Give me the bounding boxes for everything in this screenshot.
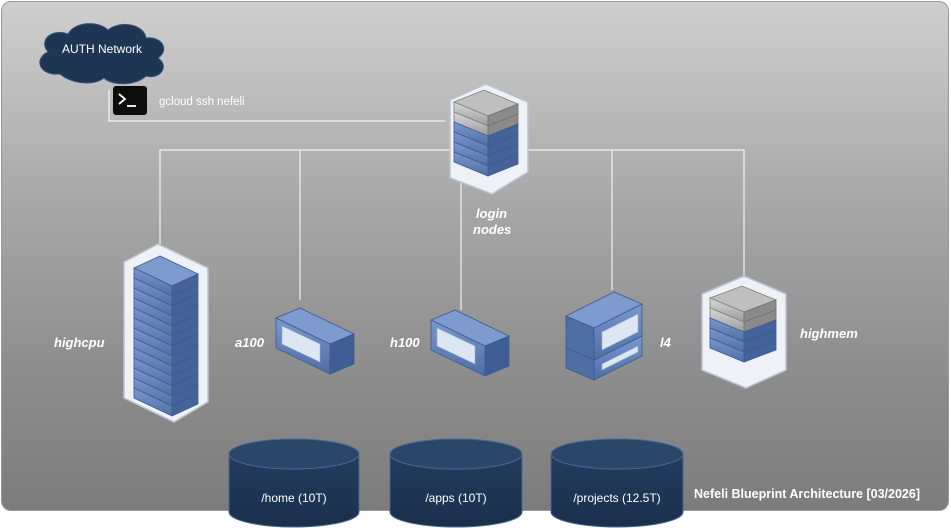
highcpu-server-icon xyxy=(123,243,209,423)
disk-icon-apps xyxy=(389,438,523,528)
highmem-label: highmem xyxy=(800,326,858,341)
disk-icon-projects xyxy=(550,438,684,528)
login-nodes-label-line2: nodes xyxy=(473,222,512,237)
login-nodes-label-line1: login xyxy=(476,206,508,221)
highcpu-unit-side xyxy=(171,393,199,417)
a100-label: a100 xyxy=(235,335,264,350)
cloud-icon xyxy=(39,23,165,85)
storage-projects-label: /projects (12.5T) xyxy=(573,491,661,505)
ssh-command-label: gcloud ssh nefeli xyxy=(159,96,245,108)
storage-home-label: /home (10T) xyxy=(261,491,327,505)
connector-ssh-to-login xyxy=(108,90,445,122)
diagram-title: Nefeli Blueprint Architecture [03/2026] xyxy=(694,487,920,501)
a100-server-icon xyxy=(275,307,355,375)
h100-server-icon xyxy=(430,309,510,377)
auth-network-label: AUTH Network xyxy=(62,42,143,56)
highmem-server-icon xyxy=(701,275,787,389)
terminal-icon xyxy=(113,86,147,115)
l4-server-icon xyxy=(565,291,643,381)
disk-icon-home xyxy=(228,438,360,528)
login-nodes-server-icon xyxy=(449,83,529,195)
storage-apps-label: /apps (10T) xyxy=(425,491,487,505)
highcpu-label: highcpu xyxy=(54,335,105,350)
l4-label: l4 xyxy=(660,335,671,350)
h100-label: h100 xyxy=(390,335,420,350)
